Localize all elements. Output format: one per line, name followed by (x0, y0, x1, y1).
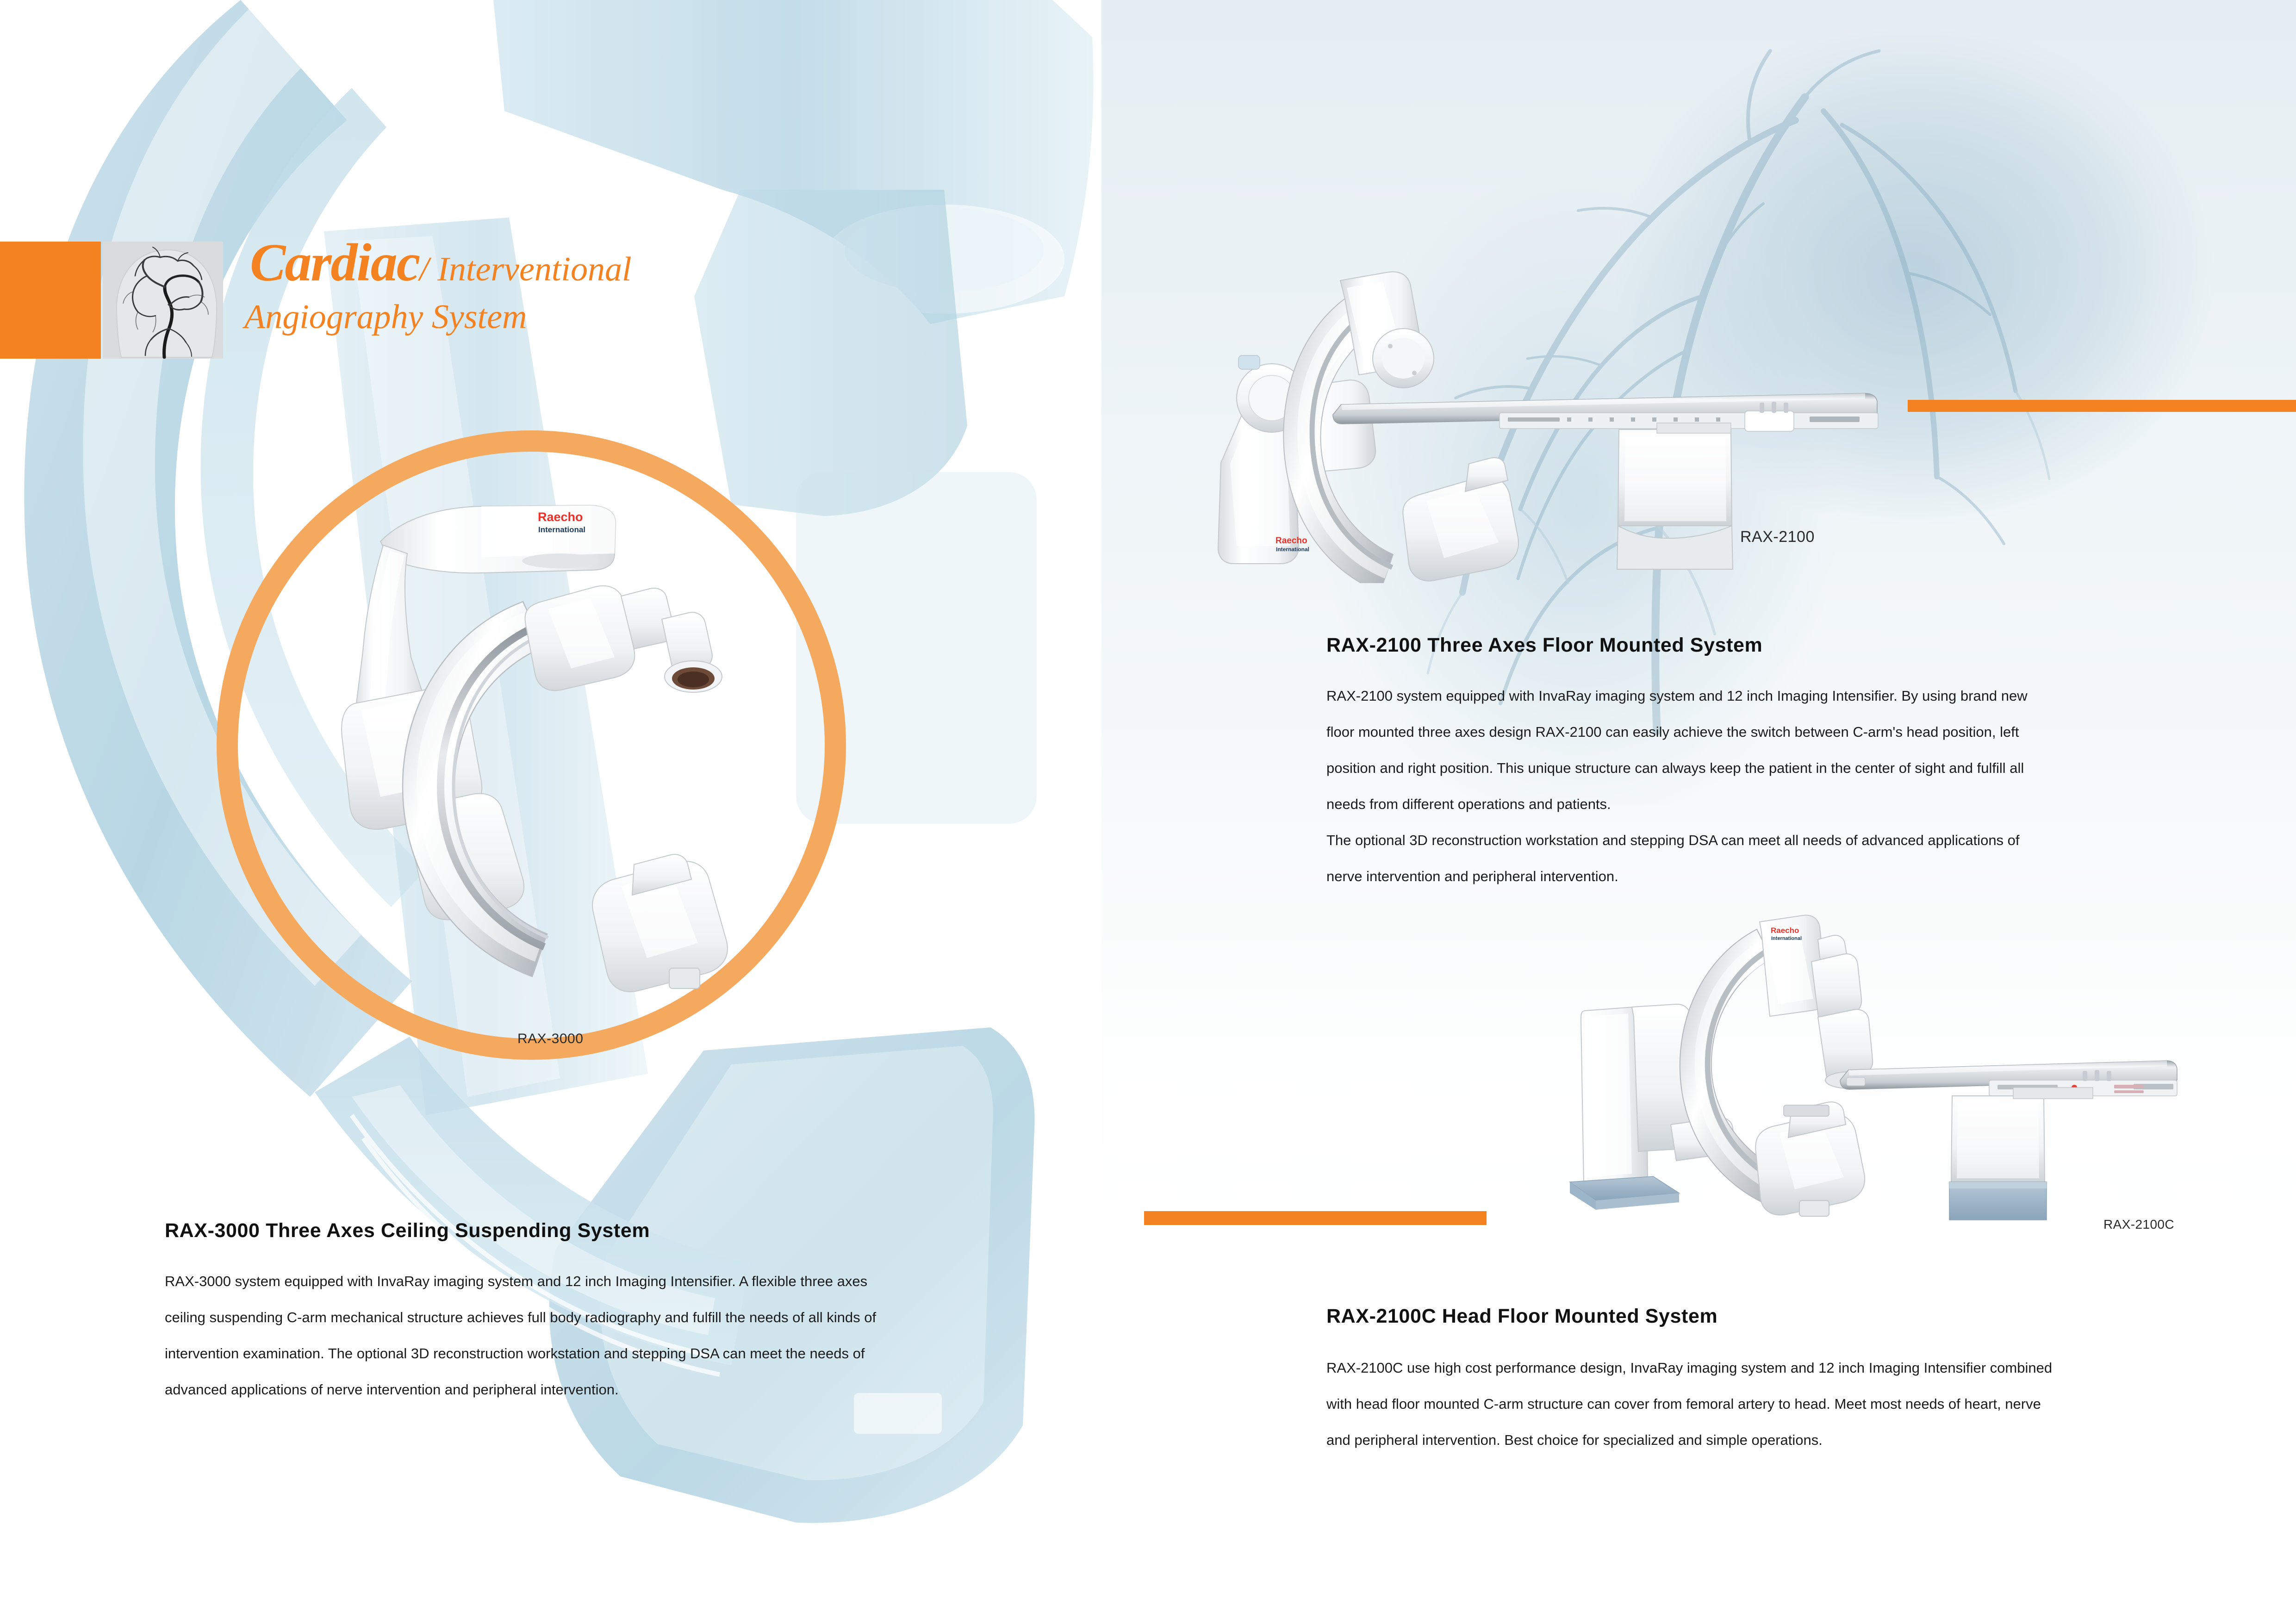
paragraph-line: RAX-2100 system equipped with InvaRay im… (1326, 688, 2028, 704)
title-main: Cardiac (250, 233, 420, 292)
paragraph-line: with head floor mounted C-arm structure … (1326, 1396, 2041, 1412)
section-body-rax-2100: RAX-2100 system equipped with InvaRay im… (1326, 678, 2113, 895)
paragraph-line: advanced applications of nerve intervent… (165, 1381, 619, 1398)
paragraph-line: position and right position. This unique… (1326, 760, 2024, 776)
section-rax-2100c: RAX-2100C Head Floor Mounted System RAX-… (1326, 1305, 2141, 1458)
section-title-rax-2100c: RAX-2100C Head Floor Mounted System (1326, 1305, 1718, 1327)
section-rax-2100: RAX-2100 Three Axes Floor Mounted System… (1326, 634, 2113, 895)
paragraph-line: and peripheral intervention. Best choice… (1326, 1432, 1823, 1448)
accent-bar-top-right (1908, 400, 2296, 412)
paragraph-line: nerve intervention and peripheral interv… (1326, 868, 1618, 884)
section-rax-3000: RAX-3000 Three Axes Ceiling Suspending S… (165, 1219, 961, 1408)
paragraph-line: intervention examination. The optional 3… (165, 1345, 865, 1362)
product-image-rax-2100c: Raecho International (1568, 914, 2178, 1220)
product-image-rax-3000: Raecho International (341, 504, 728, 992)
svg-text:International: International (538, 525, 585, 534)
paragraph-line: RAX-2100C use high cost performance desi… (1326, 1360, 2053, 1376)
section-title-rax-2100: RAX-2100 Three Axes Floor Mounted System (1326, 634, 1763, 656)
title-second-line: Angiography System (244, 298, 527, 336)
caption-rax-3000: RAX-3000 (517, 1031, 584, 1046)
orange-accent-square (0, 242, 101, 359)
svg-text:Raecho: Raecho (1771, 926, 1799, 935)
page-title: Cardiac/ Interventional Angiography Syst… (244, 233, 1037, 375)
product-image-rax-2100: Raecho International (1217, 271, 1879, 583)
paragraph-line: needs from different operations and pati… (1326, 796, 1611, 812)
caption-rax-2100: RAX-2100 (1740, 528, 1815, 546)
paragraph-line: The optional 3D reconstruction workstati… (1326, 832, 2020, 848)
paragraph-line: floor mounted three axes design RAX-2100… (1326, 724, 2019, 740)
svg-text:International: International (1771, 936, 1802, 941)
title-subtitle: / Interventional (419, 250, 632, 288)
svg-text:Raecho: Raecho (1276, 536, 1307, 546)
paragraph-line: ceiling suspending C-arm mechanical stru… (165, 1309, 877, 1325)
accent-bar-mid-left (1144, 1211, 1487, 1225)
svg-text:Raecho: Raecho (538, 510, 583, 524)
cerebral-angiogram-thumbnail (103, 242, 223, 359)
section-body-rax-3000: RAX-3000 system equipped with InvaRay im… (165, 1263, 961, 1408)
paragraph-line: RAX-3000 system equipped with InvaRay im… (165, 1273, 868, 1289)
section-title-rax-3000: RAX-3000 Three Axes Ceiling Suspending S… (165, 1219, 650, 1242)
caption-rax-2100c: RAX-2100C (2103, 1217, 2175, 1231)
section-body-rax-2100c: RAX-2100C use high cost performance desi… (1326, 1350, 2141, 1458)
svg-text:International: International (1276, 546, 1309, 553)
